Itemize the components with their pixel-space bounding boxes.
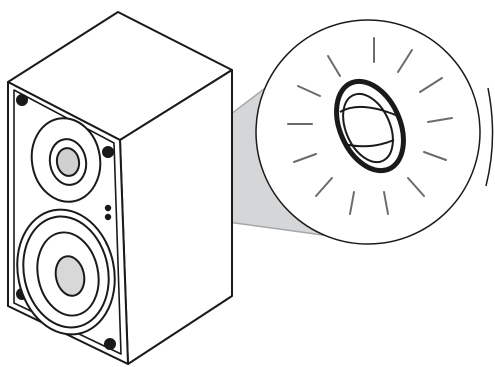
- speaker-icon: [6, 12, 232, 364]
- screw-top-right: [103, 147, 113, 157]
- screw-top-left: [17, 95, 27, 105]
- led-indicator-secondary: [105, 214, 111, 220]
- screw-bottom-right: [105, 339, 115, 349]
- led-indicator-icon: [105, 205, 111, 211]
- magnifier-side-arc: [486, 88, 493, 186]
